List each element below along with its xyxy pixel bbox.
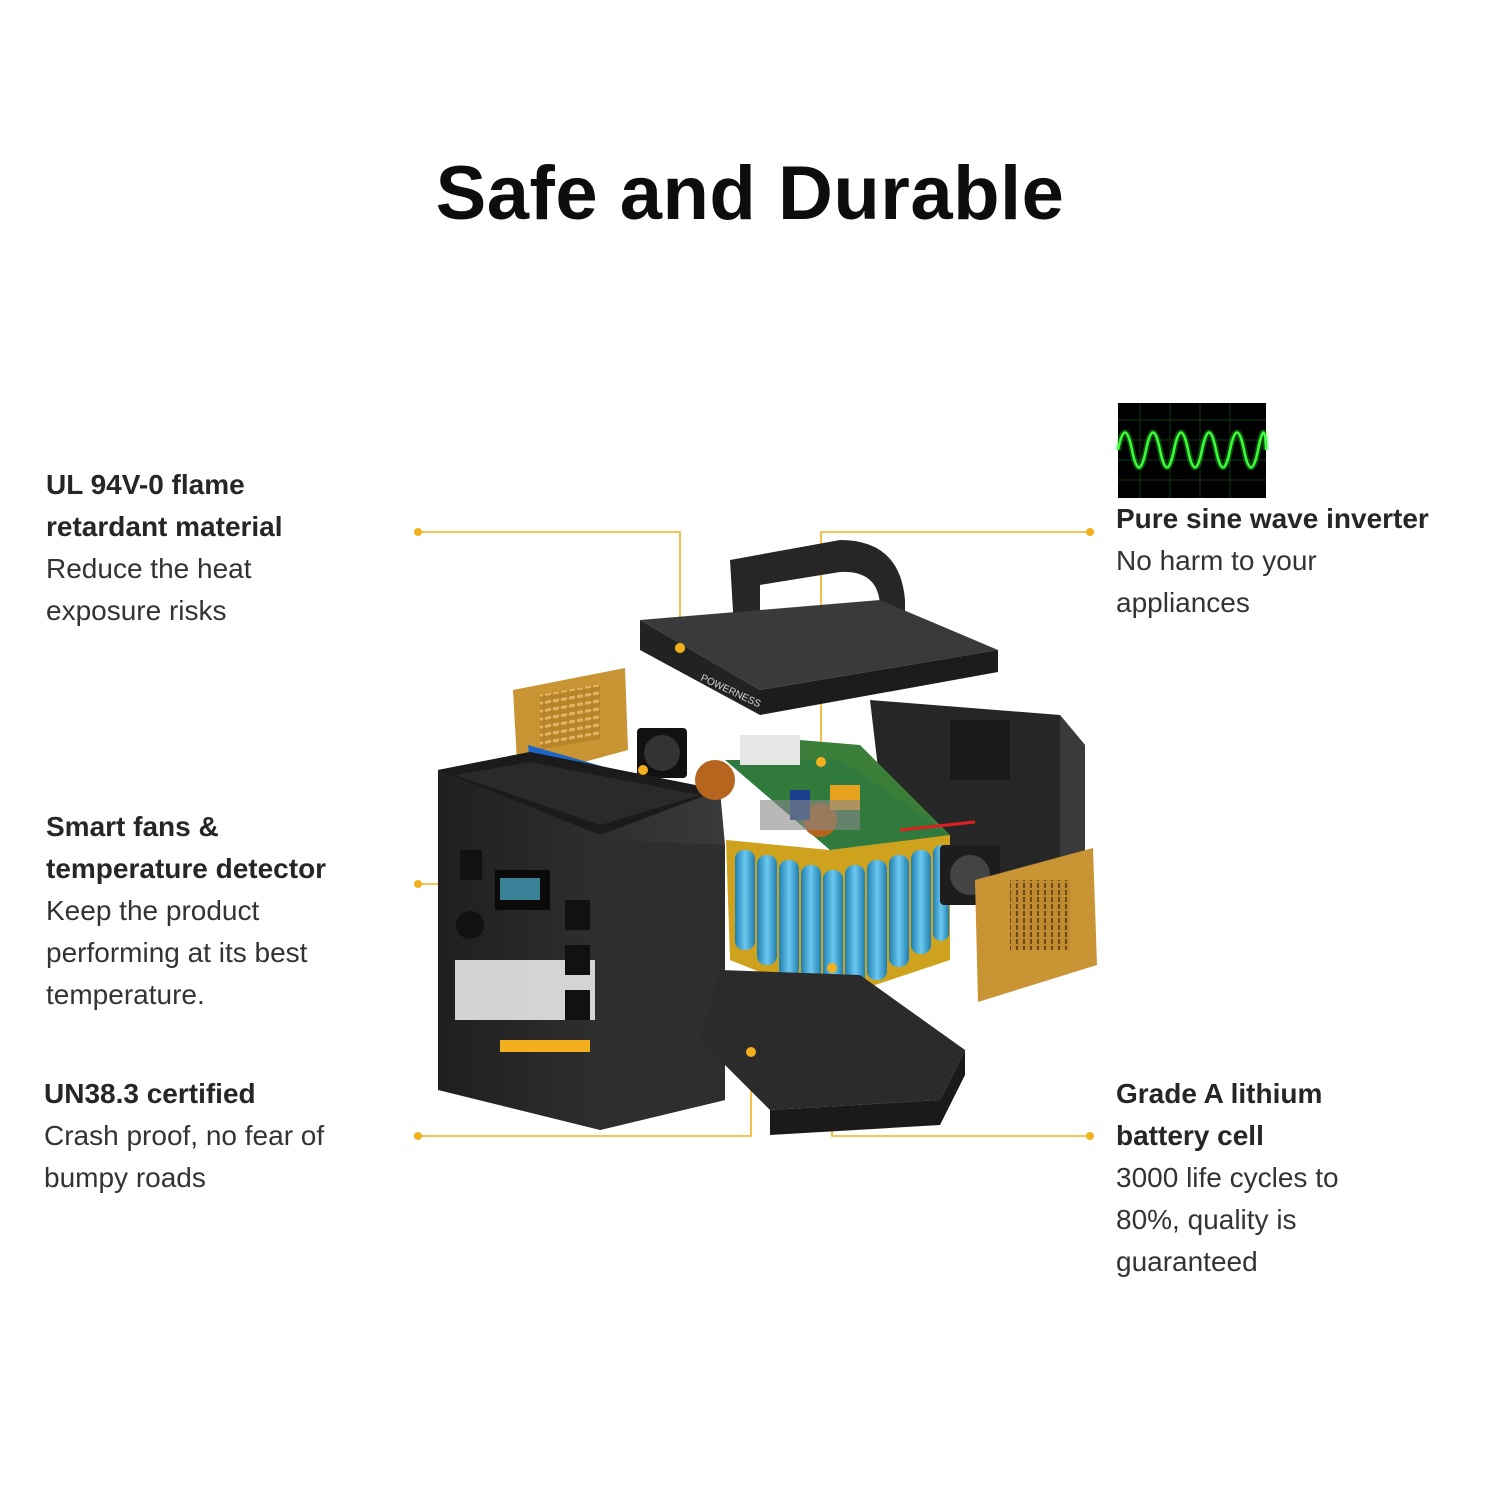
callout-dot bbox=[1086, 1132, 1094, 1140]
feature-heading: battery cell bbox=[1116, 1120, 1264, 1151]
feature-description: Reduce the heat bbox=[46, 553, 252, 584]
feature-description: performing at its best bbox=[46, 937, 308, 968]
callout-dot bbox=[414, 528, 422, 536]
feature-description: guaranteed bbox=[1116, 1246, 1258, 1277]
feature-heading: UN38.3 certified bbox=[44, 1078, 256, 1109]
feature-description: temperature. bbox=[46, 979, 205, 1010]
feature-sine-inverter: Pure sine wave inverter No harm to your … bbox=[1116, 498, 1486, 624]
callout-dot bbox=[1086, 528, 1094, 536]
sine-wave-icon bbox=[1115, 403, 1269, 498]
callout-dot bbox=[414, 880, 422, 888]
feature-flame-retardant: UL 94V-0 flame retardant material Reduce… bbox=[46, 464, 376, 632]
feature-description: Keep the product bbox=[46, 895, 260, 926]
feature-heading: temperature detector bbox=[46, 853, 327, 884]
feature-description: No harm to your bbox=[1116, 545, 1317, 576]
feature-description: appliances bbox=[1116, 587, 1250, 618]
feature-description: Crash proof, no fear of bbox=[44, 1120, 325, 1151]
feature-heading: retardant material bbox=[46, 511, 283, 542]
feature-description: exposure risks bbox=[46, 595, 227, 626]
feature-heading: Smart fans & bbox=[46, 811, 219, 842]
feature-smart-fans: Smart fans & temperature detector Keep t… bbox=[46, 806, 386, 1016]
callout-line-flame bbox=[418, 531, 681, 648]
callout-dots bbox=[414, 528, 1094, 1140]
feature-heading: UL 94V-0 flame bbox=[46, 469, 245, 500]
feature-lithium-cell: Grade A lithium battery cell 3000 life c… bbox=[1116, 1073, 1446, 1283]
feature-description: 3000 life cycles to bbox=[1116, 1162, 1339, 1193]
feature-description: 80%, quality is bbox=[1116, 1204, 1297, 1235]
feature-heading: Pure sine wave inverter bbox=[1116, 503, 1429, 534]
battery-cells bbox=[735, 845, 949, 1000]
feature-un383: UN38.3 certified Crash proof, no fear of… bbox=[44, 1073, 384, 1199]
feature-heading: Grade A lithium bbox=[1116, 1078, 1323, 1109]
feature-description: bumpy roads bbox=[44, 1162, 206, 1193]
power-station-exploded-illustration: POWERNESS bbox=[438, 540, 1097, 1135]
callout-dot bbox=[414, 1132, 422, 1140]
page-title: Safe and Durable bbox=[435, 151, 1065, 236]
